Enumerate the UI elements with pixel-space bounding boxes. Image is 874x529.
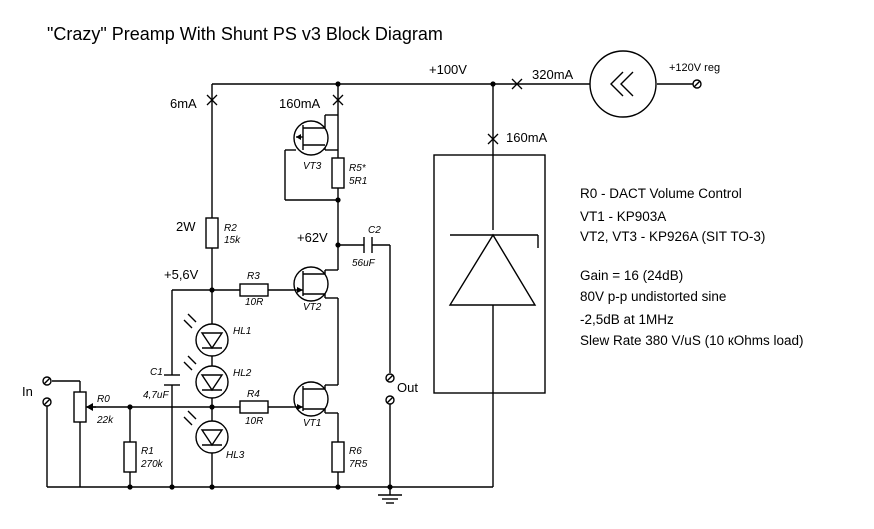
spec-notes: R0 - DACT Volume Control VT1 - KP903A VT… xyxy=(580,186,804,348)
c1-value: 4,7uF xyxy=(143,390,169,401)
diagram-title: "Crazy" Preamp With Shunt PS v3 Block Di… xyxy=(47,24,443,44)
r2-value: 15k xyxy=(224,235,241,246)
vt3-ref: VT3 xyxy=(303,161,322,172)
r3-value: 10R xyxy=(245,297,263,308)
wiring xyxy=(46,83,697,504)
r0-ref: R0 xyxy=(97,394,110,405)
note-line: VT2, VT3 - KP926A (SIT TO-3) xyxy=(580,229,765,244)
r4-value: 10R xyxy=(245,416,263,427)
transistor-vt2 xyxy=(293,266,329,302)
terminals xyxy=(42,79,702,407)
led-hl2 xyxy=(183,355,229,399)
current-source xyxy=(589,50,657,118)
current-label-320ma: 320mA xyxy=(532,67,574,82)
power-label-2w: 2W xyxy=(176,219,196,234)
potentiometer-r0 xyxy=(73,391,96,423)
rail-label-100v: +100V xyxy=(429,62,467,77)
r3-ref: R3 xyxy=(247,271,260,282)
r6-ref: R6 xyxy=(349,446,362,457)
node-label-62v: +62V xyxy=(297,230,328,245)
led-hl1 xyxy=(183,313,229,357)
r5-ref: R5* xyxy=(349,163,367,174)
hl1-ref: HL1 xyxy=(233,326,251,337)
current-label-160ma-shunt: 160mA xyxy=(506,130,548,145)
note-line: 80V p-p undistorted sine xyxy=(580,289,726,304)
vt2-ref: VT2 xyxy=(303,302,322,313)
current-label-6ma: 6mA xyxy=(170,96,197,111)
c1-ref: C1 xyxy=(150,367,163,378)
c2-ref: C2 xyxy=(368,225,381,236)
transistor-vt3 xyxy=(293,120,329,156)
c2-value: 56uF xyxy=(352,258,376,269)
r1-ref: R1 xyxy=(141,446,154,457)
resistor-r6 xyxy=(331,441,345,473)
resistor-r4 xyxy=(239,400,269,414)
r2-ref: R2 xyxy=(224,223,237,234)
shunt-regulator-block xyxy=(433,154,546,394)
resistor-r5 xyxy=(331,157,345,189)
input-label: In xyxy=(22,384,33,399)
led-hl3 xyxy=(183,410,229,454)
current-label-160ma-vt3: 160mA xyxy=(279,96,321,111)
capacitor-c1 xyxy=(164,374,180,386)
supply-label-120v: +120V reg xyxy=(669,62,720,74)
note-line: Gain = 16 (24dB) xyxy=(580,268,683,283)
hl3-ref: HL3 xyxy=(226,450,245,461)
note-line: R0 - DACT Volume Control xyxy=(580,186,742,201)
resistor-r3 xyxy=(239,283,269,297)
note-line: Slew Rate 380 V/uS (10 кOhms load) xyxy=(580,333,804,348)
r6-value: 7R5 xyxy=(349,459,368,470)
capacitor-c2 xyxy=(363,237,373,253)
resistor-r2 xyxy=(205,217,219,249)
r4-ref: R4 xyxy=(247,389,260,400)
r0-value: 22k xyxy=(96,415,114,426)
output-label: Out xyxy=(397,380,418,395)
junction-dots xyxy=(127,81,496,490)
resistor-r1 xyxy=(123,441,137,473)
r5-value: 5R1 xyxy=(349,176,367,187)
r1-value: 270k xyxy=(140,459,164,470)
vt1-ref: VT1 xyxy=(303,418,321,429)
transistor-vt1 xyxy=(293,381,329,417)
note-line: VT1 - KP903A xyxy=(580,209,666,224)
node-label-5v6: +5,6V xyxy=(164,267,199,282)
current-marks xyxy=(206,78,523,145)
note-line: -2,5dB at 1MHz xyxy=(580,312,674,327)
hl2-ref: HL2 xyxy=(233,368,252,379)
